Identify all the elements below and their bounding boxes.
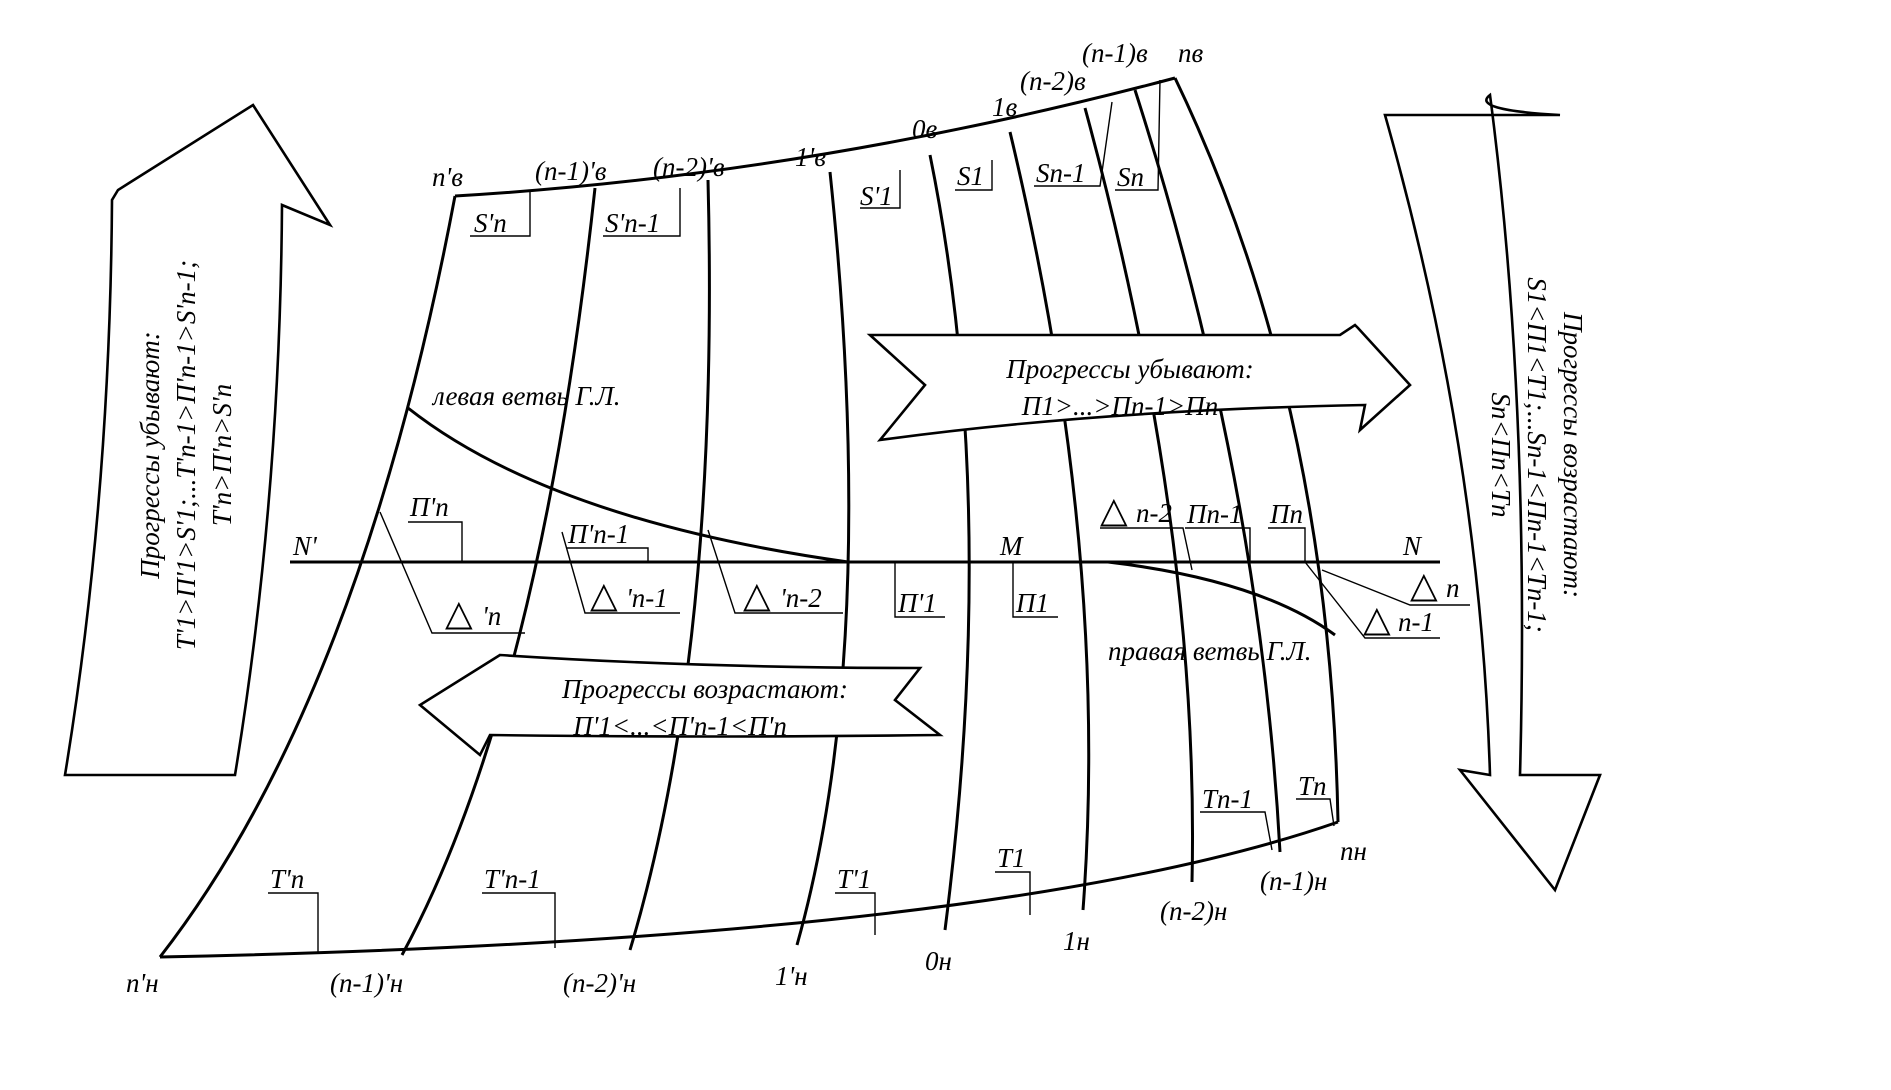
left-arrow-line1: Прогрессы убывают: — [135, 331, 165, 580]
point-1-prime-top: 1'в — [795, 142, 826, 172]
label-p-prime-n-1: П'n-1 — [567, 519, 629, 549]
line-n-1-prime — [400, 187, 597, 956]
point-n-2-prime-bottom: (n-2)'н — [563, 968, 636, 998]
label-s-prime-1: S'1 — [860, 181, 893, 211]
line-1 — [1008, 131, 1091, 911]
right-branch-curve — [1107, 560, 1336, 637]
right-edge — [1173, 77, 1340, 823]
line-1-prime — [795, 171, 851, 946]
point-n-2-prime-top: (n-2)'в — [653, 152, 725, 182]
left-branch-curve — [407, 406, 849, 564]
label-p-prime-1: П'1 — [897, 588, 937, 618]
delta-labels: △ 'n △ 'n-1 △ 'n-2 △ n-2 △ n △ n-1 — [379, 490, 1470, 639]
right-arrow-line3: Sn<Пn<Tn — [1486, 393, 1516, 518]
point-0-top: 0в — [912, 114, 938, 144]
point-1-top: 1в — [992, 92, 1018, 122]
label-p-1: П1 — [1015, 588, 1049, 618]
line-n-2 — [1083, 107, 1195, 883]
delta-icon: △ — [1410, 565, 1438, 605]
right-arrow-line1: Прогрессы возрастают: — [1558, 311, 1588, 598]
point-1-prime-bottom: 1'н — [775, 961, 808, 991]
left-horizontal-arrow — [417, 653, 944, 758]
left-vertical-arrow-text: Прогрессы убывают: T'1>П'1>S'1;...T'n-1>… — [135, 260, 237, 650]
left-arrow-line3: T'n>П'n>S'n — [207, 384, 237, 526]
delta-icon: △ — [743, 575, 771, 615]
label-s-prime-n-1: S'n-1 — [605, 208, 660, 238]
label-s-prime-n: S'n — [474, 208, 507, 238]
label-delta-n: n — [1446, 573, 1460, 603]
label-t-1: T1 — [997, 843, 1026, 873]
right-horizontal-line1: Прогрессы убывают: — [1005, 354, 1254, 384]
point-0-bottom: 0н — [925, 946, 952, 976]
label-delta-n-1: n-1 — [1398, 607, 1434, 637]
label-t-prime-n: T'n — [270, 864, 304, 894]
point-1-bottom: 1н — [1063, 926, 1090, 956]
label-delta-n-2: n-2 — [1136, 498, 1172, 528]
label-t-n-1: Tn-1 — [1202, 784, 1253, 814]
top-point-labels: n'в (n-1)'в (n-2)'в 1'в 0в 1в (n-2)в (n-… — [432, 38, 1204, 192]
delta-icon: △ — [1100, 490, 1128, 530]
point-n-2-top: (n-2)в — [1020, 66, 1086, 96]
delta-icon: △ — [1363, 599, 1391, 639]
bottom-point-labels: n'н (n-1)'н (n-2)'н 1'н 0н 1н (n-2)н (n-… — [126, 836, 1367, 998]
line-n-2-prime — [628, 179, 711, 951]
axis-label-n: N — [1402, 531, 1423, 561]
axis-label-n-prime: N' — [292, 531, 318, 561]
label-p-n: Пn — [1269, 499, 1303, 529]
left-horizontal-line1: Прогрессы возрастают: — [561, 674, 848, 704]
point-n-1-prime-top: (n-1)'в — [535, 156, 607, 186]
left-edge — [158, 195, 457, 958]
label-s-1: S1 — [957, 161, 984, 191]
left-arrow-line2: T'1>П'1>S'1;...T'n-1>П'n-1>S'n-1; — [171, 260, 201, 650]
label-t-prime-1: T'1 — [837, 864, 871, 894]
label-t-n: Tn — [1298, 771, 1327, 801]
left-horizontal-line2: П'1<...<П'n-1<П'n — [572, 711, 787, 741]
label-delta-prime-n: 'n — [482, 601, 501, 631]
axis-label-m: M — [999, 531, 1024, 561]
delta-icon: △ — [445, 593, 473, 633]
right-branch-label: правая ветвь Г.Л. — [1108, 636, 1312, 666]
t-labels: T'n T'n-1 T'1 T1 Tn-1 Tn — [268, 771, 1335, 953]
label-s-n-1: Sn-1 — [1036, 158, 1086, 188]
label-p-prime-n: П'n — [409, 492, 449, 522]
right-arrow-line2: S1<П1<T1;...Sn-1<Пn-1<Tn-1; — [1522, 277, 1552, 633]
delta-icon: △ — [590, 575, 618, 615]
s-labels: S'n S'n-1 S'1 S1 Sn-1 Sn — [470, 79, 1161, 238]
top-edge — [454, 76, 1176, 198]
right-vertical-arrow — [1383, 92, 1602, 893]
point-n-1-bottom: (n-1)н — [1260, 866, 1327, 896]
left-vertical-arrow — [63, 103, 334, 777]
point-n-1-top: (n-1)в — [1082, 38, 1148, 68]
label-t-prime-n-1: T'n-1 — [484, 864, 541, 894]
right-horizontal-line2: П1>...>Пn-1>Пn — [1021, 391, 1218, 421]
point-n-1-prime-bottom: (n-1)'н — [330, 968, 403, 998]
point-n-top: nв — [1178, 38, 1204, 68]
line-n-1 — [1133, 89, 1282, 853]
right-horizontal-arrow — [866, 323, 1412, 442]
label-p-n-1: Пn-1 — [1186, 499, 1243, 529]
bottom-edge — [159, 820, 1339, 959]
point-n-2-bottom: (n-2)н — [1160, 896, 1227, 926]
right-vertical-arrow-text: Прогрессы возрастают: S1<П1<T1;...Sn-1<П… — [1486, 277, 1588, 633]
point-n-bottom: nн — [1340, 836, 1367, 866]
label-s-n: Sn — [1117, 162, 1144, 192]
label-delta-prime-n-2: 'n-2 — [780, 583, 822, 613]
p-labels: П'n П'n-1 П'1 П1 Пn-1 Пn — [408, 492, 1306, 618]
point-n-prime-top: n'в — [432, 162, 463, 192]
line-0 — [928, 154, 971, 931]
point-n-prime-bottom: n'н — [126, 968, 159, 998]
left-branch-label: левая ветвь Г.Л. — [431, 381, 620, 411]
label-delta-prime-n-1: 'n-1 — [626, 583, 668, 613]
